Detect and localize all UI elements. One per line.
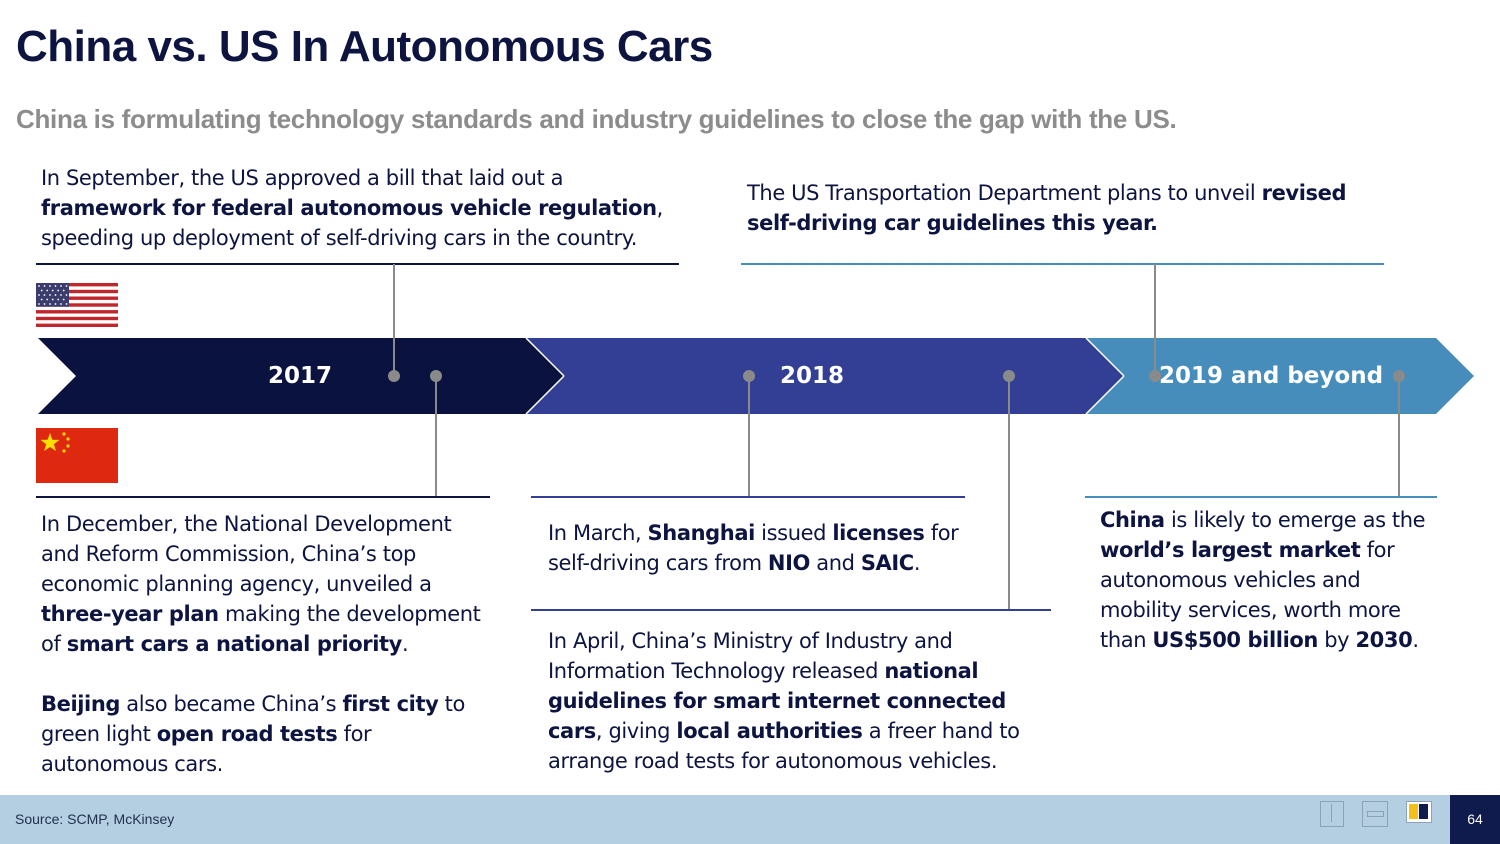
page-title: China vs. US In Autonomous Cars (16, 22, 713, 71)
body-text: making the development of (41, 602, 481, 656)
segment-arrow-2019 (1086, 338, 1474, 414)
emphasis-text: 2030 (1355, 628, 1413, 652)
footer-bar: Source: SCMP, McKinsey 64 (0, 795, 1500, 844)
connector-us-2017 (393, 264, 395, 376)
emphasis-text: open road tests (156, 722, 338, 746)
brand-logo-icon (1406, 801, 1432, 823)
emphasis-text: smart cars a national priority (66, 632, 403, 656)
emphasis-text: NIO (767, 551, 810, 575)
us-flag-icon (36, 283, 118, 327)
body-text: for autonomous vehicles and mobility ser… (1100, 538, 1401, 652)
china-flag-icon (36, 428, 118, 483)
china-2017-rule (36, 496, 490, 498)
body-text: , speeding up deployment of self-driving… (41, 196, 663, 250)
body-text: . (1412, 628, 1419, 652)
body-text: also became China’s (120, 692, 343, 716)
timeline-arrow (0, 337, 1500, 415)
body-text: and (809, 551, 861, 575)
emphasis-text: world’s largest market (1100, 538, 1361, 562)
emphasis-text: framework for federal autonomous vehicle… (41, 196, 657, 220)
body-text: The US Transportation Department plans t… (747, 181, 1262, 205)
emphasis-text: licenses (832, 521, 925, 545)
page-subtitle: China is formulating technology standard… (16, 104, 1177, 134)
us-event-2017-rule (36, 263, 679, 265)
connector-china-dec-2017 (435, 376, 437, 497)
emphasis-text: Beijing (41, 692, 121, 716)
body-text: In April, China’s Ministry of Industry a… (548, 629, 953, 683)
emphasis-text: China (1100, 508, 1165, 532)
connector-china-apr-2018 (1008, 376, 1010, 610)
segment-arrow-2018 (526, 338, 1124, 414)
connector-dot (388, 370, 400, 382)
us-event-2019: The US Transportation Department plans t… (747, 178, 1387, 238)
report-icon (1362, 801, 1388, 827)
emphasis-text: US$500 billion (1152, 628, 1318, 652)
body-text: by (1317, 628, 1356, 652)
body-text: for autonomous cars. (41, 722, 372, 776)
body-text: In September, the US approved a bill tha… (41, 166, 564, 190)
body-text: to green light (41, 692, 465, 746)
body-text: . (401, 632, 409, 656)
body-text: a freer hand to arrange road tests for a… (548, 719, 1020, 773)
segment-label-2017: 2017 (267, 363, 332, 389)
emphasis-text: first city (342, 692, 439, 716)
book-icon (1320, 801, 1344, 827)
us-event-2017: In September, the US approved a bill tha… (41, 163, 691, 253)
us-event-2019-rule (741, 263, 1384, 265)
emphasis-text: SAIC (860, 551, 914, 575)
emphasis-text: local authorities (676, 719, 863, 743)
emphasis-text: national guidelines for smart internet c… (548, 659, 1006, 743)
segment-arrow-2017 (38, 338, 564, 414)
china-2018-apr-rule (531, 609, 1051, 611)
segment-label-2019: 2019 and beyond (1158, 363, 1384, 389)
china-event-apr-2018: In April, China’s Ministry of Industry a… (548, 626, 1058, 776)
china-event-2030: China is likely to emerge as the world’s… (1100, 505, 1430, 655)
source-note: Source: SCMP, McKinsey (15, 811, 175, 827)
body-text: . (913, 551, 921, 575)
connector-us-2019 (1154, 264, 1156, 376)
china-2019-rule (1085, 496, 1437, 498)
body-text: In December, the National Development an… (41, 512, 452, 596)
emphasis-text: Shanghai (647, 521, 756, 545)
page-number: 64 (1450, 795, 1500, 844)
body-text: , giving (595, 719, 677, 743)
china-2018-rule (531, 496, 965, 498)
china-event-dec-2017: In December, the National Development an… (41, 509, 491, 659)
body-text: is likely to emerge as the (1164, 508, 1426, 532)
connector-china-mar-2018 (748, 376, 750, 497)
connector-dot (1149, 370, 1161, 382)
segment-label-2018: 2018 (779, 363, 844, 389)
emphasis-text: revised self-driving car guidelines this… (747, 181, 1347, 235)
connector-china-2030 (1398, 376, 1400, 497)
china-event-mar-2018: In March, Shanghai issued licenses for s… (548, 518, 968, 578)
body-text: issued (754, 521, 833, 545)
body-text: In March, (548, 521, 648, 545)
body-text: for self-driving cars from (548, 521, 959, 575)
china-event-beijing: Beijing also became China’s first city t… (41, 689, 481, 779)
emphasis-text: three-year plan (41, 602, 219, 626)
